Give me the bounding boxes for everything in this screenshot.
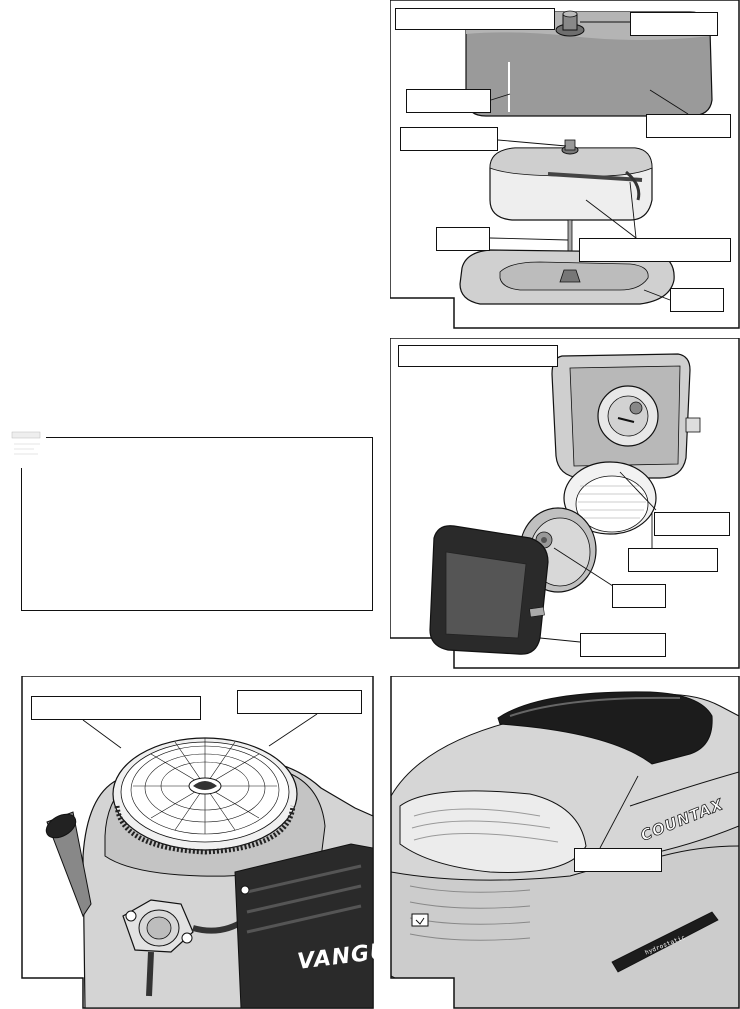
oval-filter-callout-element [579, 238, 731, 262]
engine-drawing [21, 676, 374, 1009]
note-right-rule [372, 437, 373, 611]
round-filter-callout-precleaner [628, 548, 718, 572]
oval-filter-title [395, 8, 555, 30]
figure-round-air-filter [390, 338, 740, 670]
figure-tractor-hood: COUNTAX hydrostatic [390, 676, 740, 1009]
round-filter-callout-element [654, 512, 730, 536]
oval-filter-drawing [390, 0, 740, 329]
oval-filter-callout-base [670, 288, 724, 312]
note-left-rule [21, 468, 22, 611]
oval-filter-callout-cover-slot [406, 89, 491, 113]
round-filter-drawing [390, 338, 740, 669]
engine-callout-left [31, 696, 201, 720]
figure-oval-air-filter [390, 0, 740, 330]
round-filter-callout-cover [580, 633, 666, 657]
engine-callout-right [237, 690, 362, 714]
round-filter-title [398, 345, 558, 367]
round-filter-callout-nut [612, 584, 666, 608]
note-icon-graphic [11, 431, 41, 455]
oval-filter-callout-cover [646, 114, 731, 138]
hood-drawing [390, 676, 740, 1009]
oval-filter-callout-stud [436, 227, 490, 251]
oval-filter-callout-cover-knob [630, 12, 718, 36]
figure-engine-top: VANGUA [21, 676, 407, 1009]
note-header-rule [46, 437, 373, 438]
note-icon: x [10, 428, 44, 462]
note-bottom-rule [21, 610, 373, 611]
hood-callout [574, 848, 662, 872]
oval-filter-callout-nut [400, 127, 498, 151]
